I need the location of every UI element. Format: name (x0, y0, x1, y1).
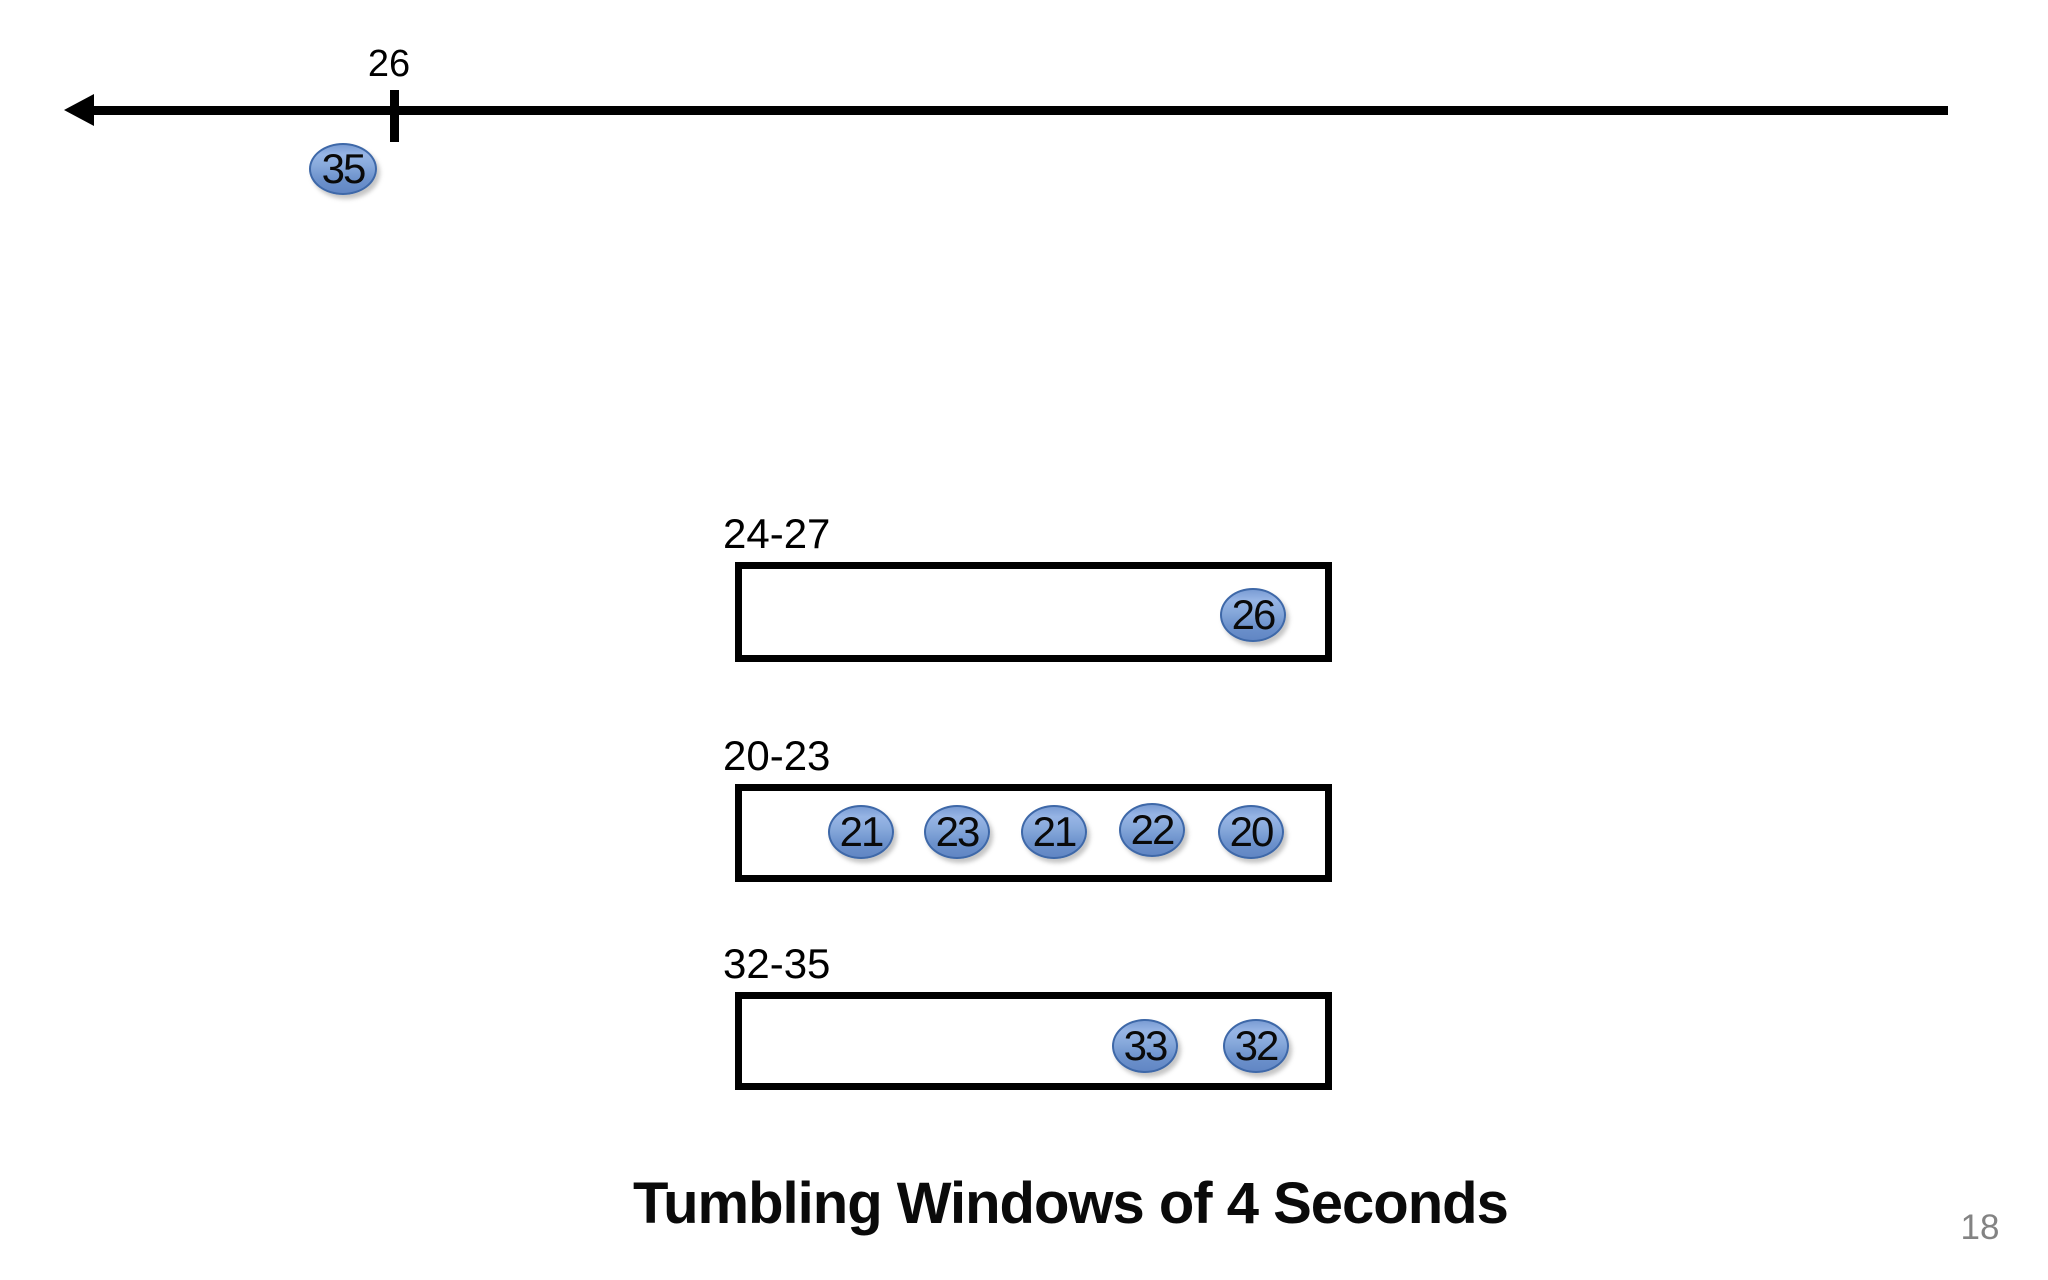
event-value: 26 (1231, 591, 1277, 638)
event-value: 32 (1234, 1022, 1280, 1069)
event-ellipse: 21 (828, 805, 894, 859)
event-ellipse: 33 (1112, 1019, 1178, 1073)
window-range-label: 32-35 (723, 940, 831, 987)
timeline-tick-label: 26 (367, 43, 411, 85)
slide-title: Tumbling Windows of 4 Seconds (633, 1171, 1509, 1236)
event-ellipse: 23 (924, 805, 990, 859)
window-range-label: 24-27 (723, 510, 831, 557)
event-value: 33 (1123, 1022, 1169, 1069)
event-ellipse: 35 (309, 143, 377, 195)
event-value: 22 (1130, 806, 1176, 853)
page-number: 18 (1960, 1208, 2000, 1247)
window-range-label: 20-23 (723, 732, 831, 779)
event-ellipse: 20 (1218, 805, 1284, 859)
event-ellipse: 26 (1220, 588, 1286, 642)
event-ellipse: 22 (1119, 803, 1185, 857)
event-value: 21 (839, 808, 885, 855)
event-value: 23 (935, 808, 981, 855)
event-value: 20 (1229, 808, 1275, 855)
timeline-axis-line (80, 106, 1948, 115)
event-value: 35 (321, 145, 367, 192)
event-value: 21 (1032, 808, 1078, 855)
event-ellipse: 21 (1021, 805, 1087, 859)
event-ellipse: 32 (1223, 1019, 1289, 1073)
timeline-tick-mark (390, 90, 399, 142)
